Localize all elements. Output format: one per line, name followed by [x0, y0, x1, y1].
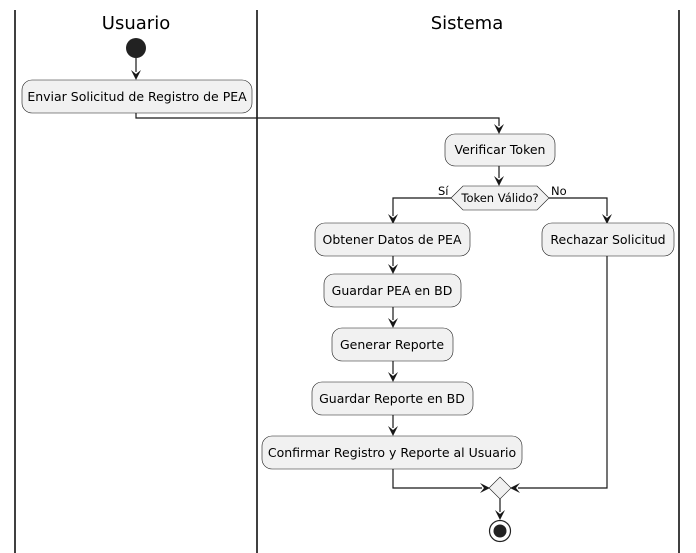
node-reject-label: Rechazar Solicitud — [550, 232, 665, 247]
node-reject — [541, 222, 675, 257]
arrow-getdata-save — [388, 264, 398, 274]
edge-confirm-merge — [392, 469, 482, 489]
start-node — [126, 38, 146, 58]
node-verify-token — [444, 133, 556, 167]
arrow-decision-no — [602, 214, 612, 224]
arrow-decision-yes — [388, 214, 398, 224]
node-save-pea-label: Guardar PEA en BD — [332, 283, 453, 298]
edge-decision-no — [549, 197, 608, 216]
arrow-start-send — [131, 70, 141, 80]
node-confirm-label: Confirmar Registro y Reporte al Usuario — [268, 445, 516, 460]
node-send-request — [21, 79, 253, 114]
merge-node — [488, 476, 512, 500]
branch-yes-label: Sí — [438, 184, 449, 198]
edge-decision-yes — [392, 197, 451, 216]
arrow-savereport-confirm — [388, 426, 398, 436]
lane-title-user: Usuario — [102, 13, 170, 34]
arrow-merge-end — [495, 510, 505, 520]
arrow-send-verify — [494, 124, 504, 134]
decision-token-valid-label: Token Válido? — [460, 191, 538, 205]
end-node-inner — [493, 524, 507, 538]
node-get-data-label: Obtener Datos de PEA — [323, 232, 462, 247]
edge-send-verify — [135, 113, 500, 126]
arrow-reject-merge — [510, 483, 520, 493]
lane-title-system: Sistema — [431, 13, 504, 34]
node-save-report-label: Guardar Reporte en BD — [319, 391, 465, 406]
node-generate-report-label: Generar Reporte — [340, 337, 444, 352]
arrow-generate-savereport — [388, 372, 398, 382]
arrow-savepea-generate — [388, 318, 398, 328]
arrow-verify-decision — [494, 176, 504, 186]
branch-no-label: No — [551, 184, 567, 198]
node-confirm — [261, 435, 523, 470]
arrow-confirm-merge — [480, 483, 490, 493]
edge-reject-merge — [518, 256, 608, 489]
end-node-outer — [488, 519, 512, 543]
node-send-request-label: Enviar Solicitud de Registro de PEA — [27, 89, 247, 104]
node-verify-token-label: Verificar Token — [455, 142, 546, 157]
